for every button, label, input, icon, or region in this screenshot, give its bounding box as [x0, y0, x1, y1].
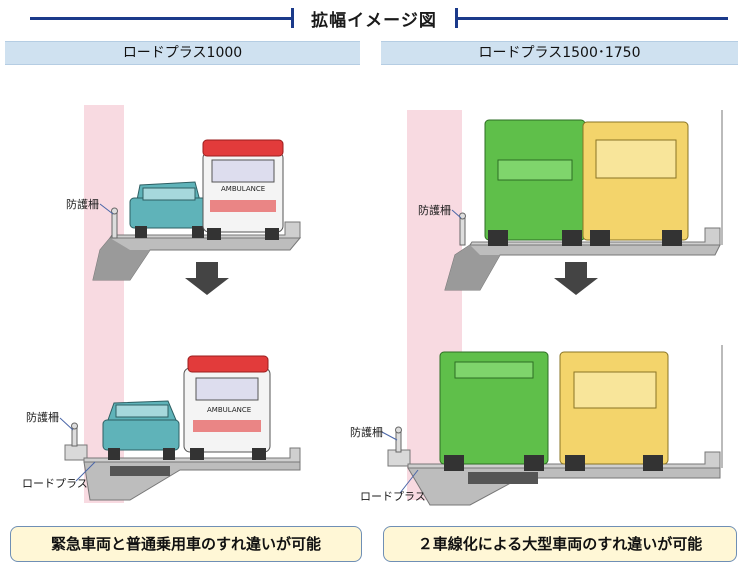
- left-bottom-ambulance-text: AMBULANCE: [207, 406, 251, 414]
- left-top-ambulance-text: AMBULANCE: [221, 185, 265, 193]
- leader-left-bottom-guard: [59, 417, 74, 431]
- left-bottom-guard-label: 防護柵: [26, 411, 59, 424]
- right-bottom-guardrail: [395, 426, 402, 453]
- right-top-guard-label: 防護柵: [418, 204, 451, 217]
- left-bottom-product-label: ロードプラス: [22, 477, 88, 490]
- title-tick-right: [455, 8, 458, 28]
- left-caption: 緊急車両と普通乗用車のすれ違いが可能: [10, 526, 362, 562]
- left-top-ambulance: [202, 139, 284, 240]
- leader-right-top-guard: [451, 209, 462, 219]
- title-tick-left: [291, 8, 294, 28]
- right-bottom-yellow-truck: [559, 351, 669, 471]
- left-bottom-road: [64, 444, 301, 501]
- right-top-road: [444, 110, 723, 291]
- title-line-right: [458, 17, 728, 20]
- right-bottom-green-truck: [439, 351, 549, 471]
- right-top-yellow-truck: [582, 121, 689, 246]
- right-bottom-product-label: ロードプラス: [360, 490, 426, 503]
- right-bottom-guard-label: 防護柵: [350, 426, 383, 439]
- left-down-arrow: [185, 262, 229, 295]
- title-line-left: [30, 17, 292, 20]
- page-title: 拡幅イメージ図: [311, 11, 437, 31]
- right-caption: ２車線化による大型車両のすれ違いが可能: [383, 526, 737, 562]
- right-down-arrow: [554, 262, 598, 295]
- left-bottom-sedan: [102, 400, 180, 460]
- panel-left-heading: ロードプラス1000: [5, 41, 360, 65]
- right-top-green-truck: [484, 119, 586, 246]
- left-top-sedan: [129, 181, 209, 238]
- leader-right-bottom-guard: [381, 431, 398, 441]
- leader-left-bottom-product: [75, 461, 96, 482]
- left-bottom-ambulance: [183, 355, 271, 460]
- panel-right-heading: ロードプラス1500･1750: [381, 41, 738, 65]
- left-top-guard-label: 防護柵: [66, 198, 99, 211]
- left-top-guardrail: [111, 207, 118, 239]
- left-bottom-guardrail: [71, 422, 78, 447]
- leader-right-bottom-product: [399, 469, 419, 494]
- leader-left-top-guard: [99, 203, 114, 215]
